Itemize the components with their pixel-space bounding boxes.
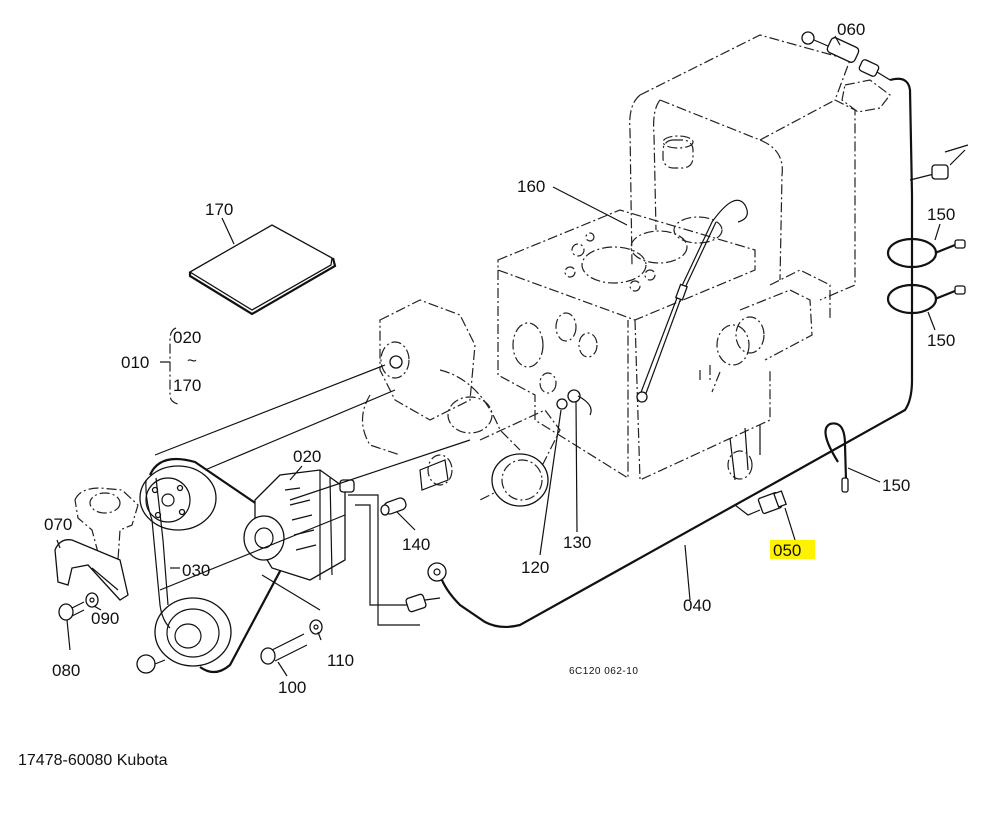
range-separator: ~ [187,351,197,370]
callout-110[interactable]: 110 [327,651,354,670]
callout-130[interactable]: 130 [563,533,591,552]
nut-120-130 [556,389,592,416]
callout-020[interactable]: 020 [293,447,321,466]
wire-band-upper-2 [886,283,966,315]
operators-manual [188,224,337,316]
callout-100[interactable]: 100 [278,678,306,697]
wire-band-lower [824,422,849,493]
bolt-080 [58,601,85,621]
leader-lines [56,35,941,677]
engine-block [497,209,771,481]
callout-010-range-start: 020 [173,328,201,347]
callout-160[interactable]: 160 [517,177,545,196]
callout-060[interactable]: 060 [837,20,865,39]
starter-motor [716,269,831,366]
connector-050 [734,490,787,516]
callout-080[interactable]: 080 [52,661,80,680]
callout-070[interactable]: 070 [44,515,72,534]
callout-030[interactable]: 030 [182,561,210,580]
callout-150c[interactable]: 150 [882,476,910,495]
drawing-code: 6C120 062-10 [569,666,638,677]
callout-150b[interactable]: 150 [927,331,955,350]
crank-pulley [136,597,232,674]
bolt-100 [260,633,308,665]
wire-band-upper-1 [886,237,966,269]
part-caption: 17478-60080 Kubota [18,752,168,769]
assembly-lines [154,364,471,626]
callout-050[interactable]: 050 [773,541,801,560]
oil-dipstick [636,199,748,403]
alternator [243,469,355,581]
callout-120[interactable]: 120 [521,558,549,577]
crankshaft-end [419,453,549,507]
wiring-harness [405,77,969,629]
callout-010[interactable]: 010 [121,353,149,372]
washer-090 [85,592,99,608]
radiator-shroud [629,34,856,301]
parts-diagram: 170 010 020 ~ 170 020 030 040 050 060 07… [44,20,969,697]
oil-pressure-switch [801,31,891,113]
adjust-bracket [54,539,129,601]
spacer-140 [380,497,407,516]
callout-010-range-end: 170 [173,376,201,395]
callout-090[interactable]: 090 [91,609,119,628]
fan-pulley [139,465,217,531]
washer-110 [309,619,323,635]
callout-150a[interactable]: 150 [927,205,955,224]
callout-040[interactable]: 040 [683,596,711,615]
callout-140[interactable]: 140 [402,535,430,554]
terminal-group [727,425,761,481]
highlight-050 [770,540,815,559]
callout-170[interactable]: 170 [205,200,233,219]
